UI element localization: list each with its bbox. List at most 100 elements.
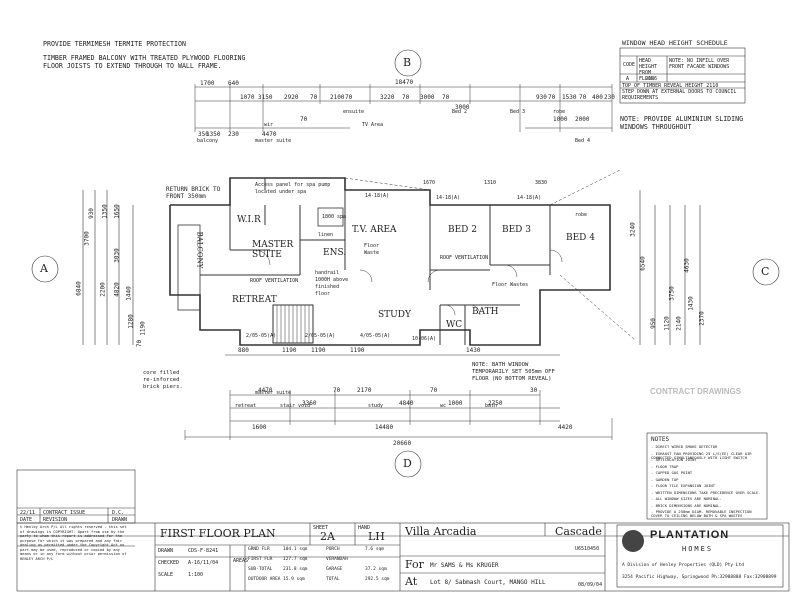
dim-value: 230 [604,94,615,101]
dim-value: 2920 [284,94,299,101]
dim-value: 1000 [448,400,463,407]
dim-value: 400 [592,94,603,101]
dim-value: 880 [238,347,249,354]
room-dim-label: robe [553,109,566,115]
ws-row2: TOP OF TIMBER REVEAL HEIGHT 2110 [622,83,719,89]
rev-text: CONTRACT ISSUE [43,510,86,516]
marker-a: A [40,262,48,275]
room-dim-label: master suite [255,390,292,396]
drawn-value: CDS-F-8241 [188,548,219,554]
room-bed2: BED 2 [448,225,477,235]
legend-item: - ALL WINDOW SIZES ARE NOMINAL. [651,496,722,501]
area-cell: VERANDAH [326,557,348,562]
sheet-value: 2A [320,530,335,543]
dim-value: 2750 [488,400,503,407]
rev-col-drawn: DRAWN [112,517,128,523]
legend-item: - GARDEN TAP [651,476,679,482]
dim-overall-bottom: 20660 [393,440,412,447]
dim-value: 70 [310,94,318,101]
area-cell: 37.2 sqm [365,567,387,572]
dim-value: 1350 [206,131,221,138]
room-study: STUDY [378,310,411,320]
job-number: U6510450 [575,546,600,552]
dim-value: 70 [333,387,341,394]
brand-address: 3254 Pacific Highway, Springwood Ph:3290… [622,575,777,580]
dim-sub-bottom: 14480 [375,424,394,431]
rev-date: 22/11 [20,510,36,516]
return-brick-note: RETURN BRICK TO FRONT 350mm [166,186,221,200]
dim-value: 70 [300,116,308,123]
room-balcony: BALCONY [195,231,204,269]
design-name: Cascade [555,525,602,538]
area-cell: PORCH [326,547,340,552]
dim-value: 230 [228,131,239,138]
area-cell: GARAGE [326,567,343,572]
rev-col-revision: REVISION [43,517,68,523]
palm-logo-icon [622,530,644,552]
floor-wastes-note: Floor Wastes [492,282,529,288]
dim-value: 4820 [113,282,121,297]
area-cell: SUB-TOTAL [248,567,273,572]
legend-item: - WRITTEN DIMENSIONS TAKE PRECEDENCE OVE… [651,489,761,495]
dim-value: 10-06(A) [412,336,437,342]
room-dim-label: Bed 3 [510,109,526,115]
legend-item: - PROVIDE A 250mm DIAM. REMOVABLE INSPEC… [651,509,752,519]
ws-height-header: HEAD HEIGHT FROM FLOOR [639,58,658,82]
room-bed3: BED 3 [502,225,531,235]
areas-label: AREAS [233,558,249,564]
legend-item: - DIRECT WIRED SMOKE DETECTOR [651,444,718,449]
dim-value: 70 [579,94,587,101]
dim-value: 1700 [200,80,215,87]
legend-item: - CAPPED GAS POINT [651,470,693,475]
room-wir: W.I.R [237,215,261,225]
site-address: Lot 8/ Sabmash Court, MANGO HILL [430,579,546,586]
area-cell: TOTAL [326,577,340,582]
hand-value: LH [368,530,385,543]
ws-row3: STEP DOWN AT EXTERNAL DOORS TO COUNCIL R… [622,89,737,101]
brand-homes: HOMES [682,545,714,553]
handrail-note: handrail 1000H above finished floor [315,270,349,297]
contract-drawings-watermark: CONTRACT DRAWINGS [650,387,742,396]
dim-value: 70 [136,339,144,348]
dim-value: 3750 [668,286,676,301]
dim-value: 2140 [675,316,683,331]
dim-value: 4470 [258,387,273,394]
room-retreat: RETREAT [232,295,277,305]
drawn-label: DRAWN [158,548,174,554]
dim-value: 640 [228,80,239,87]
dim-value: 3000 [420,94,435,101]
bath-window-note: NOTE: BATH WINDOW TEMPORARILY SET 505mm … [472,362,555,382]
room-tv: T.V. AREA [352,225,397,235]
marker-d: D [403,457,412,470]
rev-code: D.C. [112,510,125,516]
checked-value: A-16/11/04 [188,560,219,566]
checked-label: CHECKED [158,560,180,566]
dim-value: 70 [430,387,438,394]
dim-value: 70 [548,94,556,101]
dim-value: 4630 [683,258,691,273]
dim-value: 950 [649,318,657,329]
area-cell: 127.7 sqm [283,557,308,562]
legend-title: NOTES [651,436,670,443]
dim-value: 70 [442,94,450,101]
room-dim-label: balcony [197,138,219,144]
dim-value: 1190 [311,347,326,354]
area-cell: 104.1 sqm [283,547,308,552]
dim-value: 3700 [83,231,91,246]
balcony-note: TIMBER FRAMED BALCONY WITH TREATED PLYWO… [43,54,246,70]
plan-title: FIRST FLOOR PLAN [160,527,276,540]
dim-value: 1440 [125,286,133,301]
dim-value: 1650 [113,204,121,219]
at-label: At [405,575,418,588]
dim-value: 4420 [558,424,573,431]
dim-value: 350 [198,131,209,138]
area-cell: GRND FLR [248,547,270,552]
room-dim-label: ensuite [343,109,365,115]
room-bed4: BED 4 [566,233,595,243]
dim-value: 1190 [350,347,365,354]
dim-value: 4/05-05(A) [360,333,391,339]
room-dim-label: wc [440,403,447,409]
dim-value: 6840 [75,281,83,296]
dim-value: 30 [530,387,538,394]
ws-code: A [626,76,630,82]
